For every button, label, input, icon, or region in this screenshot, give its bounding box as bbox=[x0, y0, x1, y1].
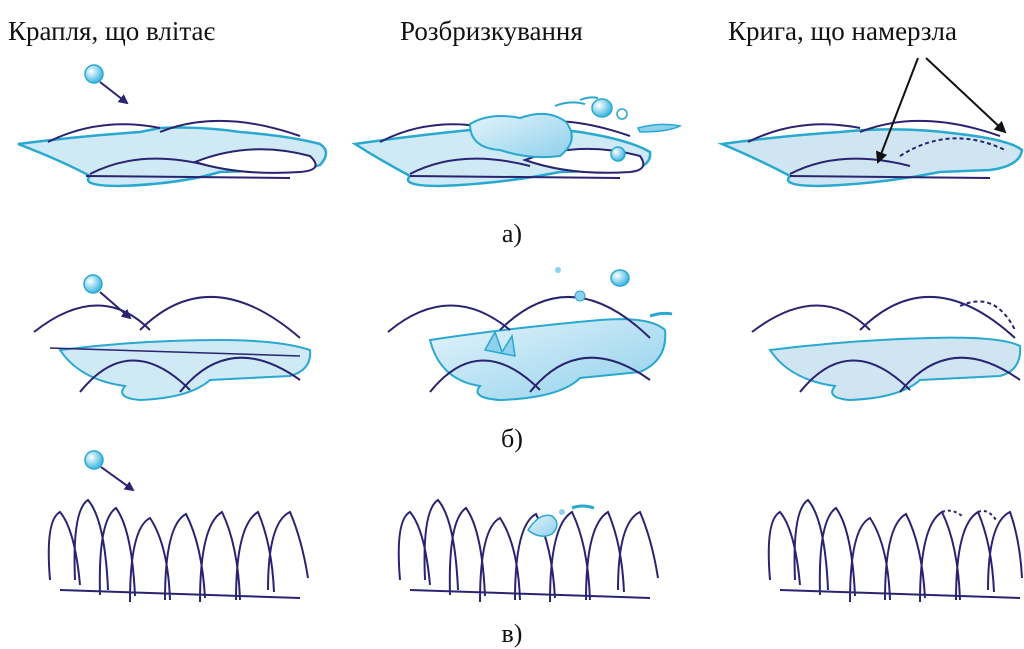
row-a-splashing bbox=[351, 96, 683, 188]
row-label-b: б) bbox=[501, 424, 523, 453]
crystal-outline bbox=[49, 347, 301, 357]
crystal-outline bbox=[179, 356, 301, 393]
row-b-accreted-ice bbox=[751, 296, 1022, 402]
crystal-outline bbox=[529, 356, 651, 393]
splash-crown bbox=[483, 330, 516, 357]
drop-arrow bbox=[100, 466, 135, 492]
drop-arrow bbox=[99, 291, 132, 320]
crystal-outline bbox=[859, 296, 1016, 339]
header-splashing: Розбризкування bbox=[400, 16, 583, 46]
splash-body bbox=[527, 514, 558, 537]
crystal-outline bbox=[747, 123, 861, 143]
crystal-outline bbox=[33, 304, 151, 333]
droplet bbox=[84, 64, 104, 84]
crystal-outline bbox=[85, 175, 291, 179]
crystal-outline bbox=[192, 148, 317, 174]
header-incoming-drop: Крапля, що влітає bbox=[8, 16, 215, 46]
splash-droplet bbox=[610, 146, 626, 162]
ice-layer bbox=[717, 128, 1024, 188]
row-a-accreted-ice bbox=[717, 57, 1024, 188]
header-accreted-ice: Крига, що намерзла bbox=[728, 16, 957, 46]
row-b-incoming-drop bbox=[33, 274, 312, 402]
row-label-c: в) bbox=[502, 619, 523, 648]
crystal-outline bbox=[139, 295, 301, 339]
row-label-a: а) bbox=[502, 219, 522, 248]
pointer-arrow bbox=[875, 57, 919, 164]
droplet bbox=[84, 450, 104, 470]
crystal-outline bbox=[859, 119, 1001, 137]
drop-arrow bbox=[99, 81, 129, 105]
crystal-outline bbox=[47, 498, 309, 603]
splash-streak bbox=[554, 101, 586, 107]
crystal-outline bbox=[79, 359, 191, 393]
crystal-outline bbox=[799, 359, 911, 393]
splash-droplet bbox=[591, 98, 613, 118]
crystal-outline bbox=[397, 498, 659, 603]
crystal-outline bbox=[429, 359, 541, 393]
crystal-outline bbox=[789, 175, 991, 179]
crystal-outline bbox=[409, 157, 531, 175]
row-a-incoming-drop bbox=[17, 64, 328, 188]
splash-streak bbox=[571, 504, 595, 510]
pointer-arrow bbox=[925, 57, 1007, 134]
droplet bbox=[83, 274, 103, 294]
crystal-outline bbox=[409, 175, 621, 179]
splash-streak bbox=[636, 123, 683, 133]
row-c-incoming-drop bbox=[47, 450, 309, 603]
crystal-outline bbox=[47, 123, 161, 143]
crystal-outline bbox=[899, 356, 1021, 393]
row-c-accreted-ice bbox=[767, 498, 1023, 603]
splash-body bbox=[428, 318, 667, 402]
crystal-outline bbox=[499, 296, 651, 339]
row-c-splashing bbox=[397, 498, 659, 603]
crystal-outline bbox=[767, 498, 1023, 603]
splash-droplet bbox=[555, 267, 561, 273]
ice-layer bbox=[768, 336, 1022, 402]
crystal-outline bbox=[387, 304, 511, 333]
splash-streak bbox=[579, 96, 599, 101]
splash-droplet bbox=[610, 269, 630, 287]
crystal-outline bbox=[789, 157, 911, 175]
crystal-outline bbox=[159, 119, 301, 137]
crystal-outline bbox=[751, 304, 871, 333]
splash-droplet bbox=[616, 108, 628, 120]
splash-droplet bbox=[559, 509, 565, 515]
splash-droplet bbox=[574, 290, 586, 302]
splash-body bbox=[468, 112, 573, 159]
row-b-splashing bbox=[387, 267, 673, 402]
ice-dashed-outline bbox=[941, 509, 997, 521]
splash-streak bbox=[649, 311, 673, 318]
